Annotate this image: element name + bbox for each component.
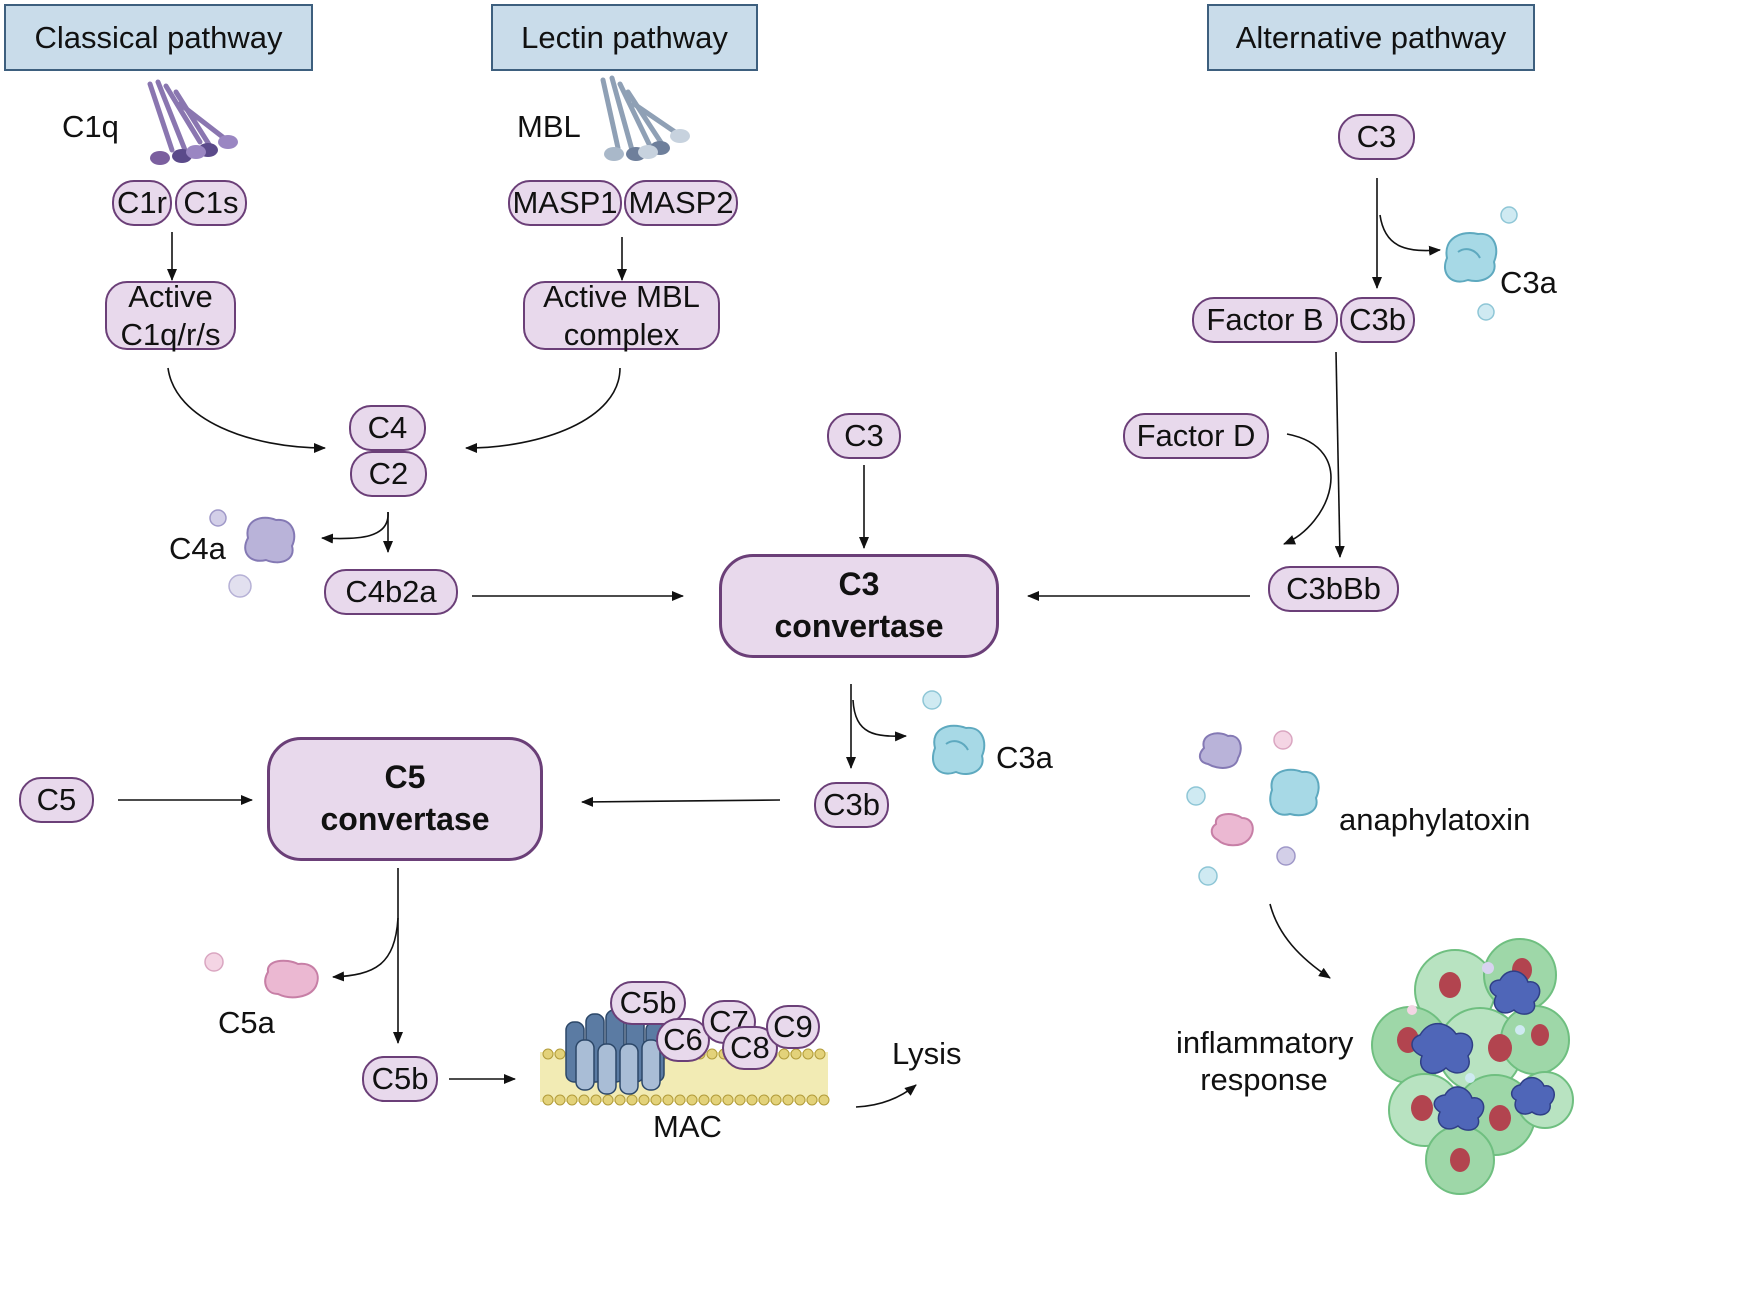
- classical-pathway-header: Classical pathway: [4, 4, 313, 71]
- c4b2a-label: C4b2a: [345, 574, 437, 610]
- c5-convertase-node: C5 convertase: [267, 737, 543, 861]
- mac-c9-node: C9: [766, 1005, 820, 1049]
- c3b-center-label: C3b: [823, 787, 880, 823]
- c4-label: C4: [367, 410, 408, 446]
- masp2-label: MASP2: [628, 185, 734, 221]
- c1s-label: C1s: [183, 185, 239, 221]
- c3bbb-label: C3bBb: [1286, 571, 1381, 607]
- mac-c9-label: C9: [773, 1009, 813, 1045]
- active-c1-line2: C1q/r/s: [120, 316, 221, 352]
- c1r-label: C1r: [117, 185, 167, 221]
- active-c1-line1: Active: [128, 279, 213, 315]
- c2-label: C2: [368, 456, 409, 492]
- c3a-fragment-icon: [1444, 206, 1518, 321]
- arrow-factor-d: [1283, 433, 1332, 545]
- factor-d-node: Factor D: [1123, 413, 1269, 459]
- mac-c8-label: C8: [730, 1030, 770, 1066]
- c4-node: C4: [349, 405, 426, 451]
- c3-convertase-line2: convertase: [774, 608, 944, 644]
- mac-label: MAC: [653, 1109, 722, 1144]
- c3-convertase-node: C3 convertase: [719, 554, 999, 658]
- mac-c6-label: C6: [663, 1022, 703, 1058]
- masp2-node: MASP2: [624, 180, 738, 226]
- c1r-node: C1r: [112, 180, 172, 226]
- inflammatory-line2: response: [1200, 1062, 1328, 1098]
- arrow-c3-to-c3a: [1379, 214, 1441, 256]
- header-label: Classical pathway: [34, 19, 283, 55]
- c5a-label: C5a: [218, 1005, 275, 1040]
- active-mbl-line2: complex: [563, 316, 680, 352]
- mbl-label: MBL: [517, 109, 581, 144]
- c1q-molecule-icon: [147, 79, 238, 165]
- c4a-fragment-icon: [209, 509, 296, 598]
- c3-alt-label: C3: [1356, 119, 1397, 155]
- c5b-node: C5b: [362, 1056, 438, 1102]
- arrow-c2-to-c4a: [321, 511, 389, 544]
- alternative-pathway-header: Alternative pathway: [1207, 4, 1535, 71]
- arrow-c3b-to-c3bbb: [1334, 351, 1345, 558]
- c4a-label: C4a: [169, 531, 226, 566]
- arrow-c3conv-to-c3a: [852, 699, 907, 742]
- arrow-active-mbl-to-c2: [465, 367, 621, 453]
- arrow-active-c1-to-c4: [167, 367, 326, 453]
- c5-label: C5: [36, 782, 77, 818]
- c1s-node: C1s: [175, 180, 247, 226]
- c3b-alt-node: C3b: [1340, 297, 1415, 343]
- lysis-label: Lysis: [892, 1036, 962, 1071]
- c3b-center-node: C3b: [814, 782, 889, 828]
- active-mbl-line1: Active MBL: [543, 279, 700, 315]
- c5-convertase-line1: C5: [384, 759, 426, 796]
- c3a-center-label: C3a: [996, 740, 1053, 775]
- factor-b-label: Factor B: [1206, 302, 1324, 338]
- c5-convertase-line2: convertase: [320, 801, 490, 837]
- arrow-anaphylatoxin-to-inflammation: [1269, 903, 1331, 979]
- c1q-label: C1q: [62, 109, 119, 144]
- arrow-c3b-to-c5conv: [581, 796, 781, 807]
- c3bbb-node: C3bBb: [1268, 566, 1399, 612]
- factor-b-node: Factor B: [1192, 297, 1338, 343]
- factor-d-label: Factor D: [1136, 418, 1256, 454]
- c3-convertase-line1: C3: [838, 566, 880, 603]
- masp1-node: MASP1: [508, 180, 622, 226]
- c3a-alt-label: C3a: [1500, 265, 1557, 300]
- c3-input-label: C3: [844, 418, 884, 454]
- c3b-alt-label: C3b: [1349, 302, 1406, 338]
- masp1-label: MASP1: [512, 185, 618, 221]
- c3a-center-fragment-icon: [922, 690, 986, 775]
- mac-c5b-node: C5b: [610, 981, 686, 1025]
- header-label: Alternative pathway: [1235, 19, 1507, 55]
- c5b-label: C5b: [371, 1061, 429, 1097]
- mbl-molecule-icon: [600, 75, 690, 161]
- c3-alt-node: C3: [1338, 114, 1415, 160]
- anaphylatoxin-label: anaphylatoxin: [1339, 802, 1531, 837]
- arrow-mac-to-lysis: [855, 1084, 917, 1108]
- mac-c6-node: C6: [656, 1018, 710, 1062]
- lectin-pathway-header: Lectin pathway: [491, 4, 758, 71]
- c3-input-node: C3: [827, 413, 901, 459]
- c2-node: C2: [350, 451, 427, 497]
- c4b2a-node: C4b2a: [324, 569, 458, 615]
- c5a-fragment-icon: [204, 952, 319, 999]
- inflammatory-cells-icon: [1371, 938, 1574, 1195]
- mac-c5b-label: C5b: [619, 985, 677, 1021]
- inflammatory-line1: inflammatory: [1176, 1025, 1354, 1060]
- c5-node: C5: [19, 777, 94, 823]
- header-label: Lectin pathway: [521, 19, 728, 55]
- anaphylatoxin-fragments-icon: [1186, 730, 1320, 886]
- arrow-c5conv-to-c5a: [332, 917, 399, 982]
